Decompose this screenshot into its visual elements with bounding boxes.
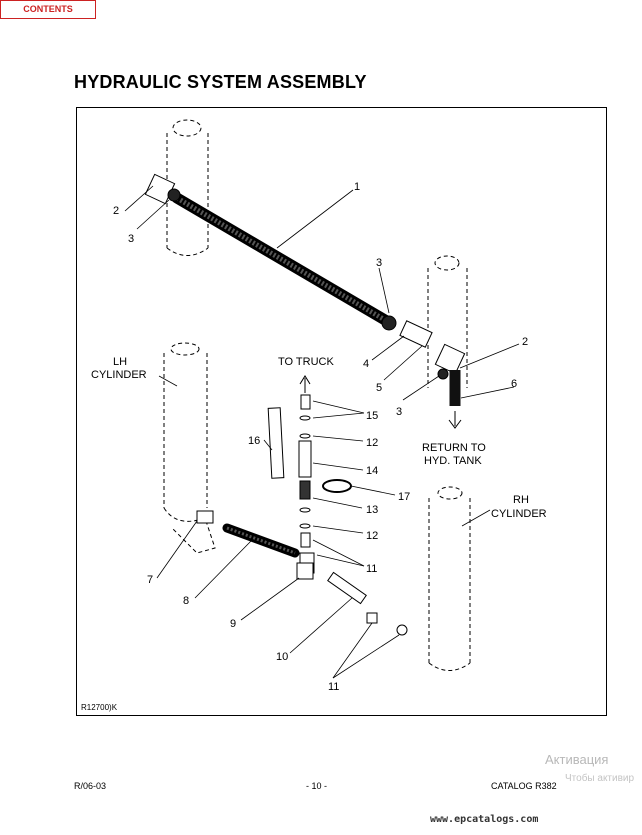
- callout-1: 1: [354, 181, 360, 193]
- footer-page-number: - 10 -: [306, 781, 328, 791]
- callout-6: 6: [511, 378, 517, 390]
- callout-8: 8: [183, 595, 189, 607]
- rh-cylinder: [428, 486, 471, 671]
- right-fittings: [381, 315, 466, 380]
- diagram-drawing: 1 2 3 3 4 5 2 6 3 15 16 12 14 17 13 12 1…: [91, 119, 547, 693]
- callout-3b: 3: [376, 257, 382, 269]
- activation-watermark-title: Активация: [545, 752, 609, 767]
- return-label-line2: HYD. TANK: [424, 455, 482, 467]
- callout-12b: 12: [366, 530, 378, 542]
- rh-label-line1: RH: [513, 494, 529, 506]
- figure-id: R12700)K: [81, 703, 118, 712]
- activation-watermark-text: Чтобы активир: [565, 773, 635, 784]
- callout-16: 16: [248, 435, 260, 447]
- callout-3c: 3: [396, 406, 402, 418]
- decal-strip: [267, 407, 285, 479]
- leader-lines: [124, 185, 520, 679]
- lh-label-line1: LH: [113, 356, 127, 368]
- tee-and-tube: [296, 562, 408, 636]
- page-title: HYDRAULIC SYSTEM ASSEMBLY: [74, 72, 367, 92]
- footer-catalog: CATALOG R382: [491, 781, 557, 791]
- diagram-text-labels: TO TRUCK RETURN TO HYD. TANK LH CYLINDER…: [91, 356, 547, 520]
- to-truck-label: TO TRUCK: [278, 356, 334, 368]
- callout-2b: 2: [522, 336, 528, 348]
- site-link[interactable]: www.epcatalogs.com: [430, 814, 539, 825]
- callout-numbers: 1 2 3 3 4 5 2 6 3 15 16 12 14 17 13 12 1…: [113, 181, 528, 693]
- callout-5: 5: [376, 382, 382, 394]
- center-fitting-stack: [298, 375, 315, 574]
- hose-clamp: [322, 479, 352, 493]
- contents-button[interactable]: CONTENTS: [0, 0, 96, 19]
- callout-4: 4: [363, 358, 369, 370]
- main-hose: [171, 192, 391, 326]
- lh-cylinder: [163, 342, 216, 554]
- callout-10: 10: [276, 651, 288, 663]
- callout-15: 15: [366, 410, 378, 422]
- callout-13: 13: [366, 504, 378, 516]
- lh-label-line2: CYLINDER: [91, 369, 147, 381]
- callout-17: 17: [398, 491, 410, 503]
- callout-14: 14: [366, 465, 378, 477]
- callout-12a: 12: [366, 437, 378, 449]
- rh-label-line2: CYLINDER: [491, 508, 547, 520]
- ghost-cylinder-upper-right: [427, 255, 468, 388]
- callout-3a: 3: [128, 233, 134, 245]
- footer-date: R/06-03: [74, 781, 107, 791]
- return-label-line1: RETURN TO: [422, 442, 486, 454]
- left-elbow-fitting: [144, 173, 181, 205]
- exploded-parts-diagram: 1 2 3 3 4 5 2 6 3 15 16 12 14 17 13 12 1…: [76, 107, 607, 716]
- callout-2a: 2: [113, 205, 119, 217]
- return-arrow: [448, 411, 462, 429]
- lower-left-hose: [196, 510, 300, 558]
- callout-11a: 11: [366, 563, 377, 575]
- callout-7: 7: [147, 574, 153, 586]
- callout-11b: 11: [328, 681, 339, 693]
- callout-9: 9: [230, 618, 236, 630]
